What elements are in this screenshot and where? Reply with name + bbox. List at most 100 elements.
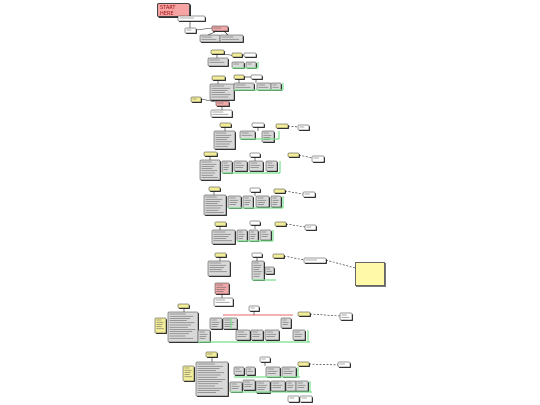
yellow-node-27 xyxy=(275,123,289,129)
dashed-edge xyxy=(287,125,299,128)
pink-node-3 xyxy=(211,25,229,32)
gray-node-5 xyxy=(219,34,244,43)
white-node-95 xyxy=(337,361,351,368)
white-node-77 xyxy=(339,312,353,321)
gray-node-13 xyxy=(209,83,235,101)
white-node-57 xyxy=(251,252,263,258)
yellow-node-66 xyxy=(154,317,167,334)
gray-node-52 xyxy=(259,229,272,241)
white-node-67 xyxy=(248,305,260,312)
yellow-node-19 xyxy=(190,96,202,103)
yellow-node-64 xyxy=(177,303,190,309)
yellow-node-53 xyxy=(274,221,287,227)
white-node-49 xyxy=(249,220,261,226)
gray-node-10 xyxy=(231,61,245,69)
white-node-81 xyxy=(259,356,271,363)
gray-node-30 xyxy=(199,159,221,181)
gray-node-33 xyxy=(233,160,248,172)
gray-node-90 xyxy=(285,380,297,392)
gray-node-85 xyxy=(281,366,297,378)
gray-node-88 xyxy=(255,380,271,394)
white-node-37 xyxy=(311,155,325,163)
yellow-node-38 xyxy=(208,186,221,192)
pink-node-62 xyxy=(214,282,230,295)
gray-node-74 xyxy=(280,317,292,329)
white-node-31 xyxy=(249,152,261,158)
gray-node-89 xyxy=(270,380,286,392)
gray-node-70 xyxy=(222,317,238,330)
gray-node-11 xyxy=(245,61,257,69)
white-node-61 xyxy=(303,257,327,264)
dashed-edge xyxy=(308,363,339,366)
pink-node-20 xyxy=(215,100,230,107)
yellow-node-45 xyxy=(273,188,286,194)
white-node-93 xyxy=(299,395,313,403)
gray-node-87 xyxy=(242,379,256,391)
gray-node-43 xyxy=(255,195,270,208)
yellow-node-47 xyxy=(214,221,227,227)
gray-node-39 xyxy=(203,194,227,216)
gray-node-72 xyxy=(250,329,264,341)
gray-node-59 xyxy=(264,266,275,275)
start-here-label: START HERE xyxy=(160,5,176,17)
edge xyxy=(207,30,218,36)
yellow-node-76 xyxy=(297,311,311,317)
dashed-edge xyxy=(298,154,313,159)
side-note-box xyxy=(355,262,385,286)
gray-node-58 xyxy=(251,260,265,281)
yellow-node-60 xyxy=(272,253,285,259)
yellow-node-78 xyxy=(205,351,218,358)
dashed-edge xyxy=(285,223,306,228)
gray-node-79 xyxy=(195,361,229,397)
yellow-node-29 xyxy=(203,151,218,157)
dashed-edge xyxy=(284,190,304,195)
edge xyxy=(200,98,217,103)
gray-node-56 xyxy=(207,260,231,277)
gray-node-75 xyxy=(292,329,306,341)
gray-node-18 xyxy=(270,82,282,91)
gray-node-71 xyxy=(235,329,251,341)
yellow-node-22 xyxy=(219,122,232,128)
yellow-node-14 xyxy=(233,74,245,80)
yellow-node-8 xyxy=(231,52,243,58)
yellow-node-36 xyxy=(287,152,300,158)
yellow-node-6 xyxy=(210,49,225,55)
gray-node-50 xyxy=(236,229,248,242)
white-node-1 xyxy=(177,15,206,22)
white-node-24 xyxy=(251,122,265,128)
gray-node-4 xyxy=(199,34,221,43)
white-node-46 xyxy=(302,191,316,198)
gray-node-84 xyxy=(265,366,281,378)
yellow-node-12 xyxy=(211,75,226,81)
gray-node-91 xyxy=(295,380,309,392)
gray-node-44 xyxy=(270,195,282,208)
white-node-28 xyxy=(297,124,310,131)
edge xyxy=(223,30,229,36)
gray-node-34 xyxy=(248,160,264,172)
white-node-92 xyxy=(287,395,300,403)
yellow-node-80 xyxy=(182,365,195,382)
gray-node-26 xyxy=(261,130,275,143)
dashed-edge xyxy=(325,259,356,269)
edge xyxy=(195,27,213,31)
gray-node-51 xyxy=(248,229,259,242)
dashed-edge xyxy=(309,313,341,317)
gray-node-69 xyxy=(209,317,223,330)
gray-node-86 xyxy=(229,381,243,393)
white-node-15 xyxy=(250,74,263,80)
yellow-node-55 xyxy=(214,252,227,258)
start-here-node[interactable]: START HERE xyxy=(157,3,190,17)
white-node-2 xyxy=(184,27,197,34)
white-node-9 xyxy=(243,52,257,58)
gray-node-35 xyxy=(265,160,278,172)
gray-node-17 xyxy=(256,82,272,91)
gray-node-73 xyxy=(264,329,280,341)
white-node-21 xyxy=(210,109,233,118)
white-node-40 xyxy=(249,187,261,193)
white-node-54 xyxy=(304,224,317,231)
dashed-edge xyxy=(283,255,305,261)
yellow-node-94 xyxy=(297,361,310,367)
gray-node-48 xyxy=(211,229,236,245)
gray-node-16 xyxy=(233,82,255,91)
